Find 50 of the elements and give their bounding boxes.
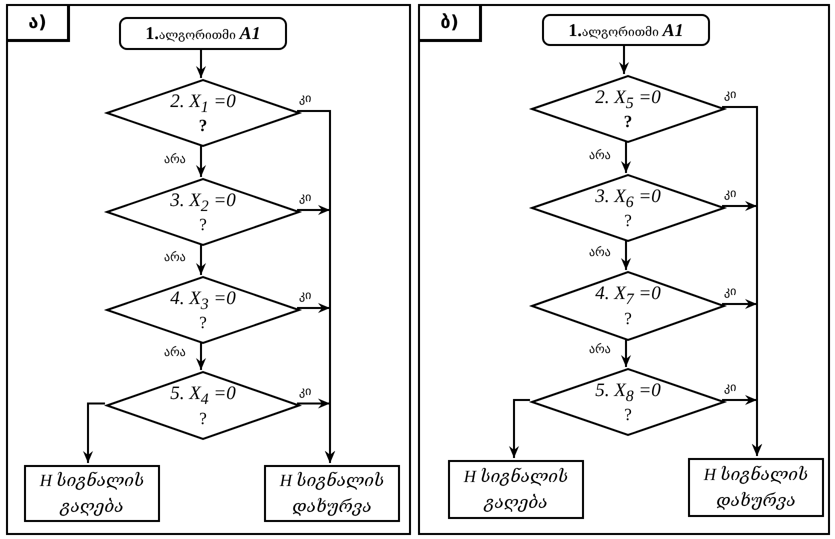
panel-frame [6,4,411,535]
start-terminal [542,14,710,46]
arrow [619,44,629,74]
process-text: H სიგნალის დახურვა [702,464,810,512]
process-text: H სიგნალის დახურვა [278,470,386,518]
arrow [196,144,206,177]
condition-text: 2. X$_{1}$ =0 [169,92,237,116]
arrow [621,338,631,367]
condition-text: 5. X$_{8}$ =0 [594,380,662,404]
process-text: H სიგნალის გაღება [462,466,570,514]
panel-label: ა) [8,6,70,42]
arrow [621,140,631,173]
arrow [722,399,762,456]
arrow [196,243,206,275]
edge-label: არა [163,346,187,358]
arrow [196,48,206,78]
arrow [297,402,335,463]
question-mark: ? [623,310,633,328]
question-mark: ? [198,116,208,134]
condition-text: 4. X$_{7}$ =0 [594,284,662,308]
question-mark: ? [198,410,208,427]
terminal-text: 1.ალგორითმი A1 [145,23,261,44]
question-mark: ? [198,216,208,233]
edge-label: არა [588,246,612,258]
process-box [688,458,824,517]
process-box [448,460,584,519]
process-text: H სიგნალის გაღება [38,470,146,518]
condition-text: 3. X$_{6}$ =0 [594,186,662,210]
question-mark: ? [623,406,633,423]
edge-label: არა [163,251,187,263]
condition-text: 5. X$_{4}$ =0 [169,384,237,408]
arrow [83,402,105,463]
process-box [24,465,160,522]
panel-label: ბ) [420,6,482,42]
condition-text: 4. X$_{3}$ =0 [169,288,237,312]
terminal-text: 1.ალგორითმი A1 [568,20,684,40]
condition-text: 3. X$_{2}$ =0 [169,190,237,214]
edge-label: არა [163,153,187,165]
edge-label: არა [588,343,612,355]
question-mark: ? [622,112,634,130]
start-terminal [119,17,287,50]
edge-label: არა [588,149,612,161]
question-mark: ? [623,212,633,229]
arrow [621,239,631,270]
question-mark: ? [198,314,208,331]
arrow [509,399,530,458]
panel-frame [418,4,830,535]
arrow [196,341,206,370]
condition-text: 2. X$_{5}$ =0 [594,88,662,112]
process-box [264,465,400,522]
